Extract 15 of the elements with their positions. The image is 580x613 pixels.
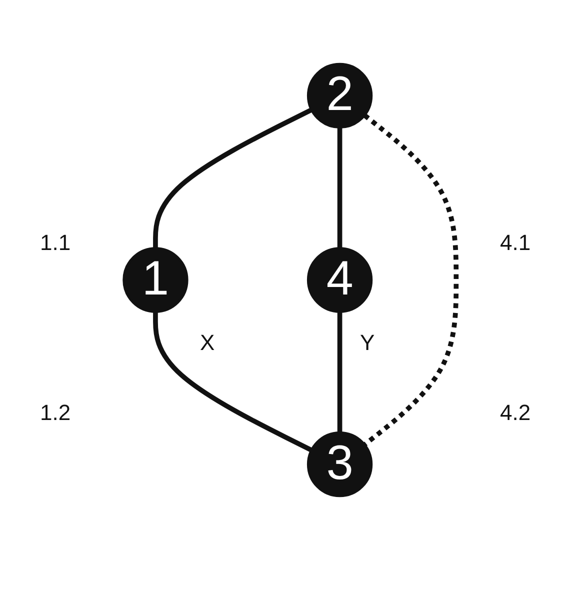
label: 1.2 xyxy=(40,400,71,426)
connector xyxy=(337,127,342,248)
connector xyxy=(337,312,342,433)
node-circle: 2 xyxy=(306,62,373,129)
label: X xyxy=(200,330,215,356)
label: 4.2 xyxy=(500,400,531,426)
label: 4.1 xyxy=(500,230,531,256)
label: Y xyxy=(360,330,375,356)
connector xyxy=(153,108,313,248)
label: 1.1 xyxy=(40,230,71,256)
connector xyxy=(363,113,459,447)
node-circle: 4 xyxy=(306,247,373,313)
connector xyxy=(153,312,313,452)
node-circle: 1 xyxy=(122,247,188,313)
node-circle: 3 xyxy=(306,431,373,498)
